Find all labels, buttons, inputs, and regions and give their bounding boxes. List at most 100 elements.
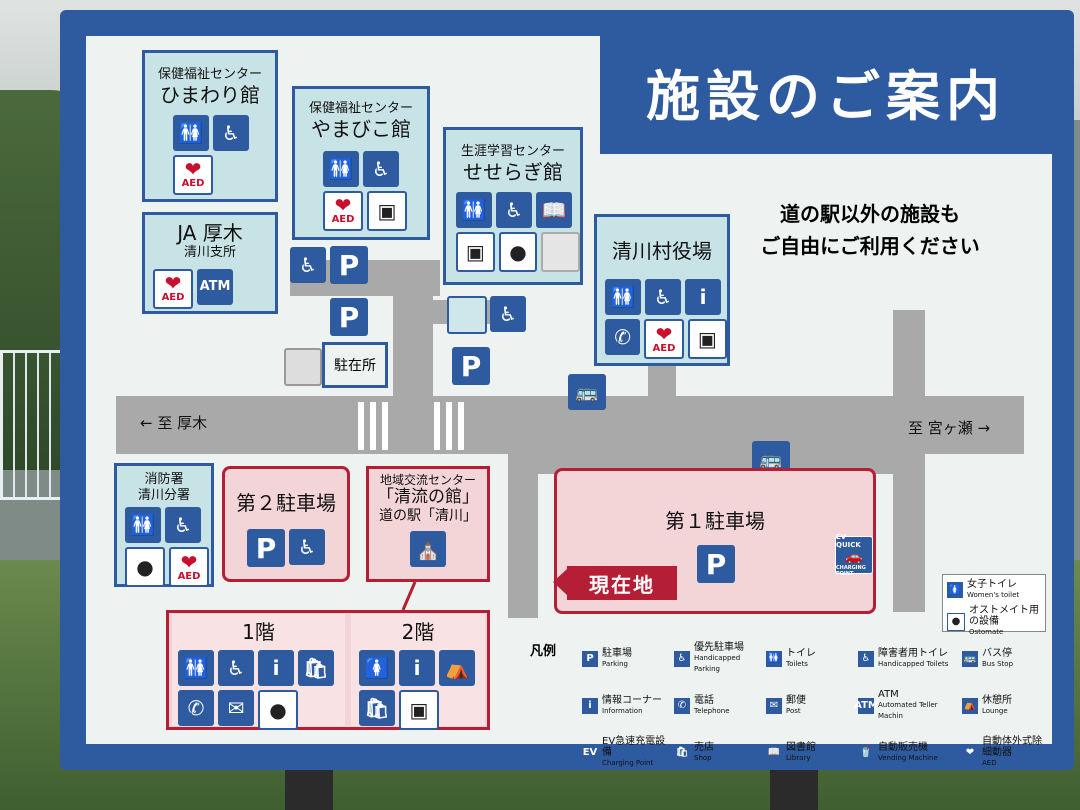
legend-icon: ♿ — [674, 650, 690, 667]
michi-no-eki-icon: ⛪ — [410, 530, 446, 567]
legend-icon: i — [582, 697, 598, 714]
bus-stop-icon: 🚌 — [568, 374, 606, 410]
toilet-icon: 🚻 — [605, 279, 641, 315]
legend-icon: ✆ — [674, 697, 690, 714]
sign-post-left — [285, 765, 333, 810]
parking-icon: P — [330, 246, 368, 284]
seseragi-name: せせらぎ館 — [463, 159, 563, 184]
lounge-icon: ⛺ — [439, 650, 475, 686]
legend-label: 郵便 — [786, 694, 806, 706]
shop-icon: 🛍 — [359, 690, 395, 726]
yamabiko-name: やまびこ館 — [311, 116, 411, 141]
phone-icon: ✆ — [605, 319, 641, 355]
legend-label: バス停 — [982, 647, 1012, 659]
covered-icon — [284, 348, 322, 386]
seiryu-station: 道の駅「清川」 — [379, 507, 477, 524]
police-box: 駐在所 — [322, 342, 388, 388]
phone-icon: ✆ — [178, 690, 214, 726]
legend-label: トイレ — [786, 647, 816, 659]
parking-icon: P — [697, 545, 735, 583]
legend-icon: ♿ — [858, 650, 874, 667]
parking-lot-2: 第２駐車場 P ♿ — [222, 466, 350, 582]
vending-machine-icon: ▣ — [367, 190, 407, 231]
seseragi-sub: 生涯学習センター — [460, 144, 565, 159]
legend-icon: EV — [582, 744, 598, 761]
legend-label-en: Toilets — [786, 659, 808, 668]
callout-connector — [401, 581, 417, 611]
legend-label: 情報コーナー — [602, 694, 662, 706]
ostomate-label-en: Ostomate — [969, 628, 1004, 636]
legend-label-en: Library — [786, 753, 811, 762]
ostomate-icon: ● — [947, 612, 965, 631]
toilet-icon: 🚻 — [323, 150, 359, 187]
here-arrow — [553, 569, 567, 595]
shop-icon: 🛍 — [298, 650, 334, 686]
ostomate-label: オストメイト用の設備 — [969, 605, 1039, 627]
legend-label-en: AED — [982, 759, 997, 767]
legend-icon: ⛺ — [962, 697, 978, 714]
notice-line-1: 道の駅以外の施設も — [780, 202, 960, 226]
accessible-toilet-icon: ♿ — [363, 150, 399, 187]
aed-icon: ❤AED — [169, 547, 209, 588]
floor1-label: 1階 — [242, 620, 275, 644]
legend-label: ATM — [878, 689, 899, 700]
floor2-label: 2階 — [401, 620, 435, 644]
legend-label: 障害者用トイレ — [878, 647, 948, 659]
toilet-icon: 🚻 — [178, 650, 214, 686]
women-toilet-icon: 🚺 — [947, 582, 963, 598]
seiryu-sub: 地域交流センター — [379, 473, 476, 487]
covered-icon — [541, 231, 581, 272]
seiryu-name: 「清流の館」 — [377, 487, 479, 508]
direction-atsugi: ← 至 厚木 — [140, 414, 208, 432]
east-road — [893, 310, 925, 612]
legend-label-en: Vending Machine — [878, 753, 938, 762]
fire-line1: 消防署 — [144, 472, 184, 487]
you-are-here: 現在地 — [567, 566, 677, 600]
info-icon: i — [685, 279, 721, 315]
sign-title: 施設のご案内 — [646, 65, 1006, 128]
ostomate-icon: ● — [258, 690, 298, 730]
seiryu-building: 地域交流センター 「清流の館」 道の駅「清川」 ⛪ — [366, 466, 490, 582]
legend-title: 凡例 — [530, 644, 557, 659]
legend-label-en: Charging Point — [602, 759, 654, 767]
handicapped-parking-icon: ♿ — [490, 296, 526, 332]
accessible-toilet-icon: ♿ — [165, 507, 201, 544]
vending-machine-icon: ▣ — [399, 690, 439, 730]
floor-1: 1階 🚻 ♿ i 🛍 ✆ ✉ ● — [172, 614, 345, 730]
legend-label-en: Information — [602, 706, 643, 715]
aed-icon: ❤AED — [323, 190, 363, 231]
ostomate-icon: ● — [125, 547, 165, 588]
himawari-name: ひまわり館 — [160, 82, 260, 107]
floor-2: 2階 🚺 i ⛺ 🛍 ▣ — [351, 614, 485, 730]
ev-charging-icon: EV QUICK🚗CHARGING POINT — [835, 533, 873, 577]
railing — [0, 350, 62, 500]
notice: 道の駅以外の施設も ご自由にご利用ください — [700, 198, 1040, 262]
fire-station: 消防署 清川分署 🚻 ♿ ● ❤AED — [114, 463, 214, 588]
legend-label: 優先駐車場 — [694, 642, 744, 653]
legend-icon: ✉ — [766, 697, 782, 714]
parking2-name: 第２駐車場 — [236, 491, 336, 515]
legend-icon: 🚻 — [766, 650, 782, 667]
aed-icon: ❤AED — [173, 154, 213, 195]
village-road — [648, 366, 676, 400]
parking-lot-1: 第１駐車場 P — [554, 468, 876, 614]
parking-icon: P — [247, 529, 285, 567]
yamabiko-sub: 保健福祉センター — [308, 101, 413, 116]
crosswalk-right — [434, 402, 466, 450]
yamabiko-building: 保健福祉センター やまびこ館 🚻 ♿ ❤AED ▣ — [292, 86, 430, 240]
legend-label-en: Telephone — [694, 706, 730, 715]
women-label: 女子トイレ — [967, 579, 1017, 590]
legend-icon: 🛍 — [674, 744, 690, 761]
ostomate-icon: ● — [498, 231, 538, 272]
legend-label-en: Post — [786, 706, 801, 715]
crosswalk-left — [358, 402, 390, 450]
